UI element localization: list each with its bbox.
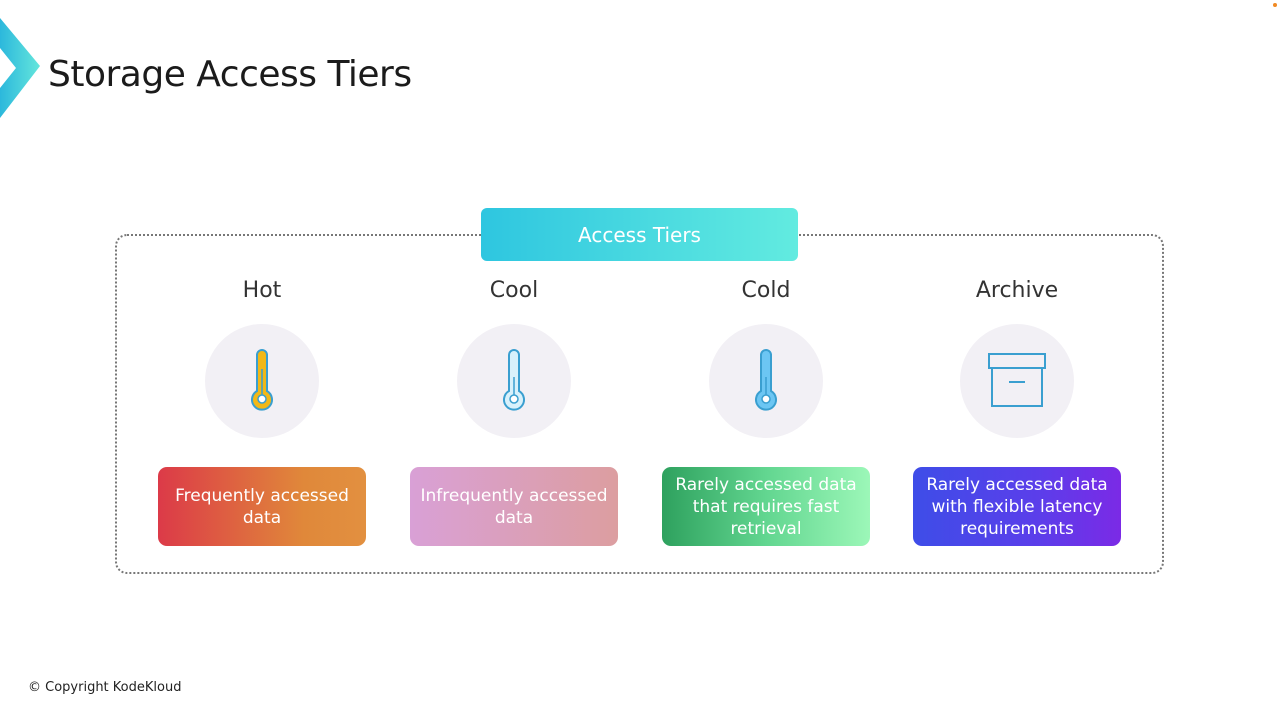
archive-box-icon (988, 353, 1046, 407)
tier-archive: Archive (902, 278, 1132, 438)
tier-name: Cool (489, 278, 539, 303)
tier-description-archive: Rarely accessed data with flexible laten… (913, 467, 1121, 546)
tier-description-cold: Rarely accessed data that requires fast … (662, 467, 870, 546)
kodekloud-logo-icon (0, 18, 40, 118)
thermometer-cool-icon (503, 349, 525, 411)
tier-icon-circle (205, 324, 319, 438)
tier-name: Hot (242, 278, 282, 303)
page-title: Storage Access Tiers (48, 54, 412, 95)
tier-icon-circle (709, 324, 823, 438)
tier-name: Cold (741, 278, 791, 303)
tier-cool: Cool (399, 278, 629, 438)
tier-icon-circle (457, 324, 571, 438)
tier-hot: Hot (147, 278, 377, 438)
access-tiers-header: Access Tiers (481, 208, 798, 261)
tier-cold: Cold (651, 278, 881, 438)
tier-name: Archive (975, 278, 1059, 303)
tier-icon-circle (960, 324, 1074, 438)
indicator-dot (1273, 3, 1277, 7)
copyright-footer: © Copyright KodeKloud (28, 680, 182, 695)
thermometer-hot-icon (251, 349, 273, 411)
tier-description-cool: Infrequently accessed data (410, 467, 618, 546)
thermometer-cold-icon (755, 349, 777, 411)
tier-description-hot: Frequently accessed data (158, 467, 366, 546)
